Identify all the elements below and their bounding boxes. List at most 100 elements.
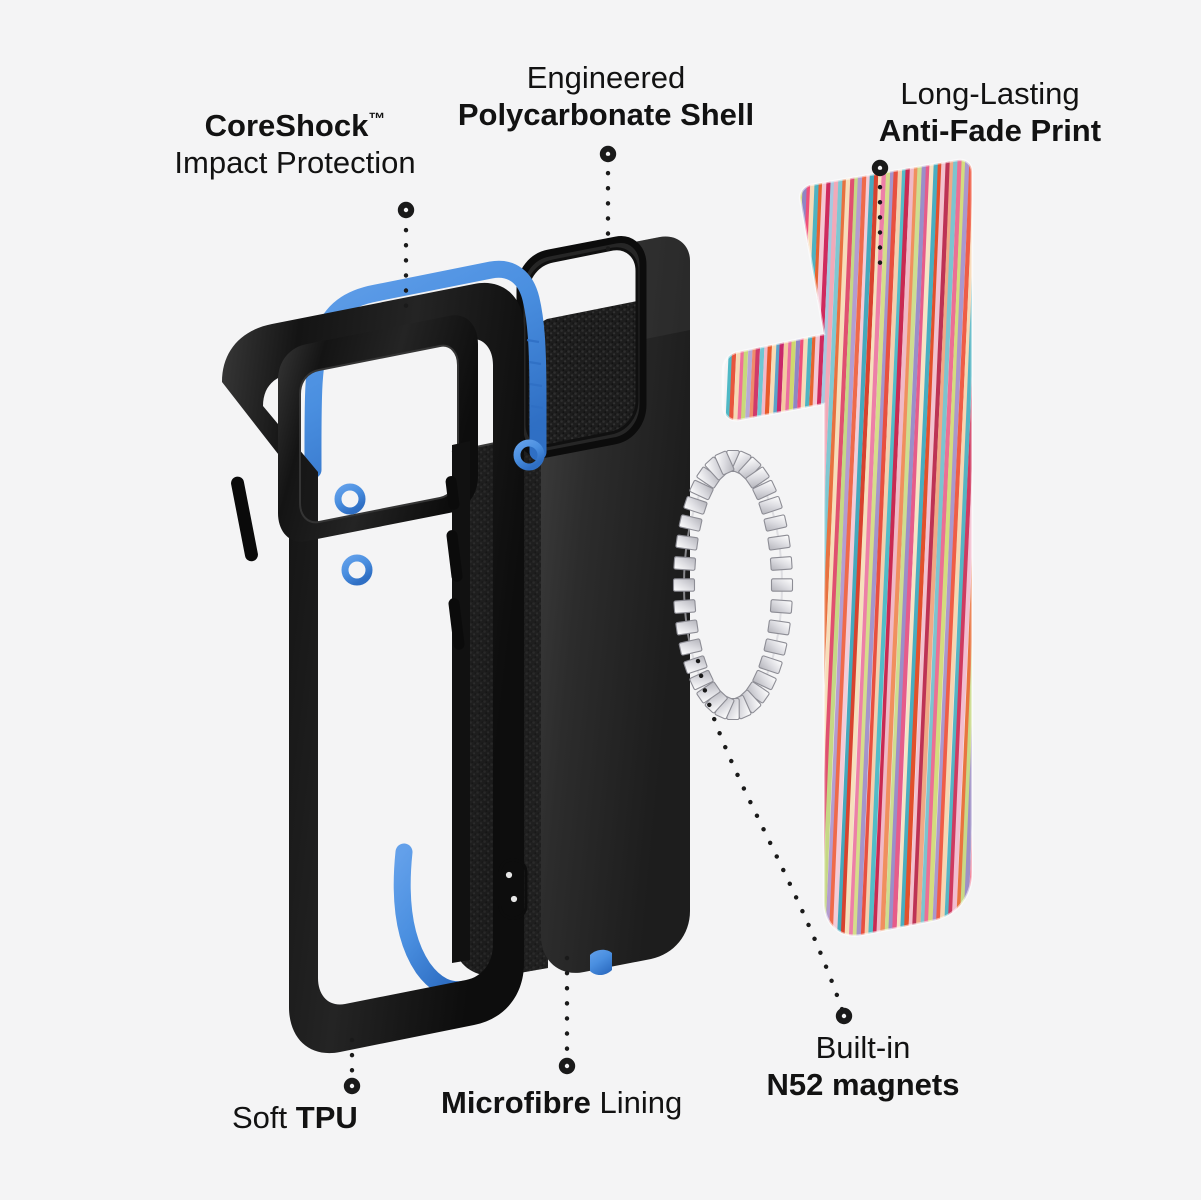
magnet-segment (758, 495, 783, 515)
callout-coreshock: CoreShock™ Impact Protection (150, 108, 440, 181)
magnet-segment (675, 534, 699, 551)
print-stripe (838, 159, 881, 936)
print-stripe (889, 159, 933, 936)
callout-n52-line1: Built-in (815, 1030, 911, 1065)
magnet-segment (683, 655, 708, 675)
print-stripe (972, 120, 1015, 1000)
magnet-segment (689, 479, 714, 501)
magnet-segment (672, 578, 696, 592)
print-stripe (952, 159, 972, 936)
magnet-segment (752, 479, 777, 501)
print-stripe (901, 159, 945, 936)
print-stripe (936, 159, 972, 936)
magnet-segment (673, 599, 697, 614)
print-stripe (842, 159, 885, 936)
magnet-segment (763, 514, 788, 532)
callout-microfibre-bold: Microfibre (441, 1085, 591, 1120)
callout-tpu-bold: TPU (295, 1100, 358, 1135)
print-stripe (865, 159, 909, 936)
magnet-segment (683, 495, 708, 515)
print-stripe (925, 159, 968, 936)
print-stripe (909, 159, 952, 936)
callout-coreshock-line1: CoreShock™ (204, 108, 386, 143)
print-stripe (850, 159, 893, 936)
print-stripe (846, 159, 889, 936)
rainbow-print-shell (721, 120, 1039, 1000)
print-stripe (940, 159, 972, 936)
print-stripe (731, 159, 775, 936)
callout-soft-tpu: Soft TPU (232, 1100, 358, 1137)
print-stripe (723, 159, 747, 936)
print-stripe (944, 159, 972, 936)
print-stripe (861, 159, 905, 936)
magnet-ring (672, 449, 794, 721)
print-stripe (822, 159, 866, 936)
print-stripe (723, 159, 767, 936)
print-stripe (834, 159, 877, 936)
callout-anti-fade-print: Long-Lasting Anti-Fade Print (856, 76, 1124, 149)
print-stripe (905, 159, 949, 936)
magnet-segment (696, 681, 721, 704)
callout-n52-magnets: Built-in N52 magnets (748, 1030, 978, 1103)
callout-tpu-regular: Soft (232, 1100, 296, 1135)
print-stripe (881, 159, 925, 936)
print-stripe (988, 120, 1031, 1000)
callout-antifade-line1: Long-Lasting (900, 76, 1080, 111)
print-stripe (885, 159, 929, 936)
print-stripe (723, 159, 743, 936)
callout-microfibre-regular: Lining (590, 1085, 683, 1120)
print-stripe (968, 159, 972, 936)
print-stripe (956, 159, 972, 936)
magnet-segment (678, 638, 703, 656)
print-stripe (877, 159, 921, 936)
print-stripe (984, 120, 1027, 1000)
magnet-segment (770, 578, 794, 592)
callout-polycarbonate-shell: Engineered Polycarbonate Shell (428, 60, 784, 133)
print-stripe (830, 159, 874, 936)
print-stripe (932, 159, 972, 936)
print-stripe (723, 159, 763, 936)
print-stripe (723, 159, 751, 936)
print-stripe (996, 120, 1039, 1000)
leader-endpoints (343, 145, 889, 1095)
print-stripe (980, 120, 1023, 1000)
magnet-segment (767, 534, 791, 551)
print-stripe (873, 159, 917, 936)
print-stripe (723, 159, 759, 936)
magnet-segment (675, 619, 699, 636)
magnet-segment (678, 514, 703, 532)
tpu-bumper (222, 260, 547, 1054)
callout-antifade-line2: Anti-Fade Print (878, 112, 1102, 148)
print-stripe (857, 159, 901, 936)
polycarbonate-shell (516, 236, 794, 976)
magnet-segment (752, 669, 777, 691)
print-stripe (826, 159, 870, 936)
print-stripe (893, 159, 937, 936)
print-stripe (921, 159, 964, 936)
shell-bottom-blue-accent (590, 949, 612, 976)
magnet-segment (769, 599, 793, 614)
print-stripe (869, 159, 913, 936)
callout-polycarbonate-line2: Polycarbonate Shell (457, 96, 755, 132)
print-stripe (818, 159, 862, 936)
magnet-segment (763, 638, 788, 656)
leader-lines (349, 155, 883, 1085)
tpu-blue-lens-rings (334, 439, 545, 586)
bumper-right-rail (445, 441, 528, 963)
leader-n52 (695, 658, 846, 1015)
magnet-segment (767, 619, 791, 636)
callout-coreshock-line2: Impact Protection (174, 144, 416, 180)
magnet-segment (673, 556, 697, 571)
callout-polycarbonate-line1: Engineered (526, 60, 686, 95)
magnet-segment (758, 655, 783, 675)
print-stripe (723, 159, 755, 936)
print-stripe (727, 159, 771, 936)
print-stripe (992, 120, 1035, 1000)
magnet-segment (769, 556, 793, 571)
magnet-segment (714, 450, 735, 476)
print-stripe (897, 159, 941, 936)
trademark-symbol: ™ (368, 109, 386, 129)
callout-microfibre-lining: Microfibre Lining (441, 1085, 682, 1122)
